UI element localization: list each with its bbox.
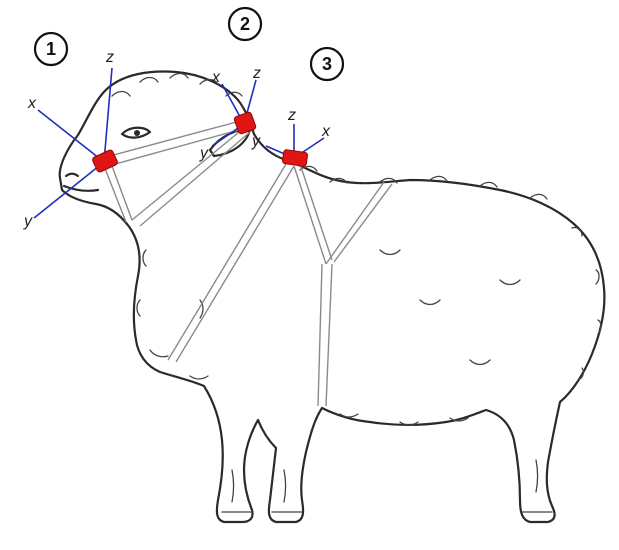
sensor-1-y-label: y (23, 213, 33, 230)
sensor-3-number: 3 (322, 54, 332, 74)
sensor-2: x y z 2 (199, 6, 263, 162)
sensor-2-number: 2 (240, 14, 250, 34)
sensor-1-x-axis (37, 109, 105, 163)
sensor-3-y-label: y (251, 133, 261, 150)
fleece-texture (62, 72, 602, 513)
sensor-2-z-label: z (252, 65, 261, 82)
sensor-1-x-label: x (27, 95, 37, 112)
sensor-3-x-label: x (321, 123, 331, 140)
sensor-3-device (282, 149, 308, 167)
sensor-2-y-label: y (199, 145, 209, 162)
sensor-3: x y z 3 (251, 46, 345, 167)
sensor-1-device (92, 149, 118, 173)
sensor-1-y-axis (33, 161, 105, 219)
sensor-2-x-label: x (211, 69, 221, 86)
sensor-2-number-badge (227, 6, 263, 42)
sensor-3-z-label: z (287, 107, 296, 124)
sensor-1: x y z 1 (23, 31, 118, 230)
sensor-2-device (233, 111, 257, 135)
sensor-1-z-label: z (105, 49, 114, 66)
harness-straps (103, 119, 393, 407)
sheep-outline (58, 70, 606, 524)
sensor-1-z-axis (103, 67, 113, 163)
sensor-1-number-badge (33, 31, 69, 67)
sensor-1-number: 1 (46, 39, 56, 59)
sensor-3-number-badge (309, 46, 345, 82)
